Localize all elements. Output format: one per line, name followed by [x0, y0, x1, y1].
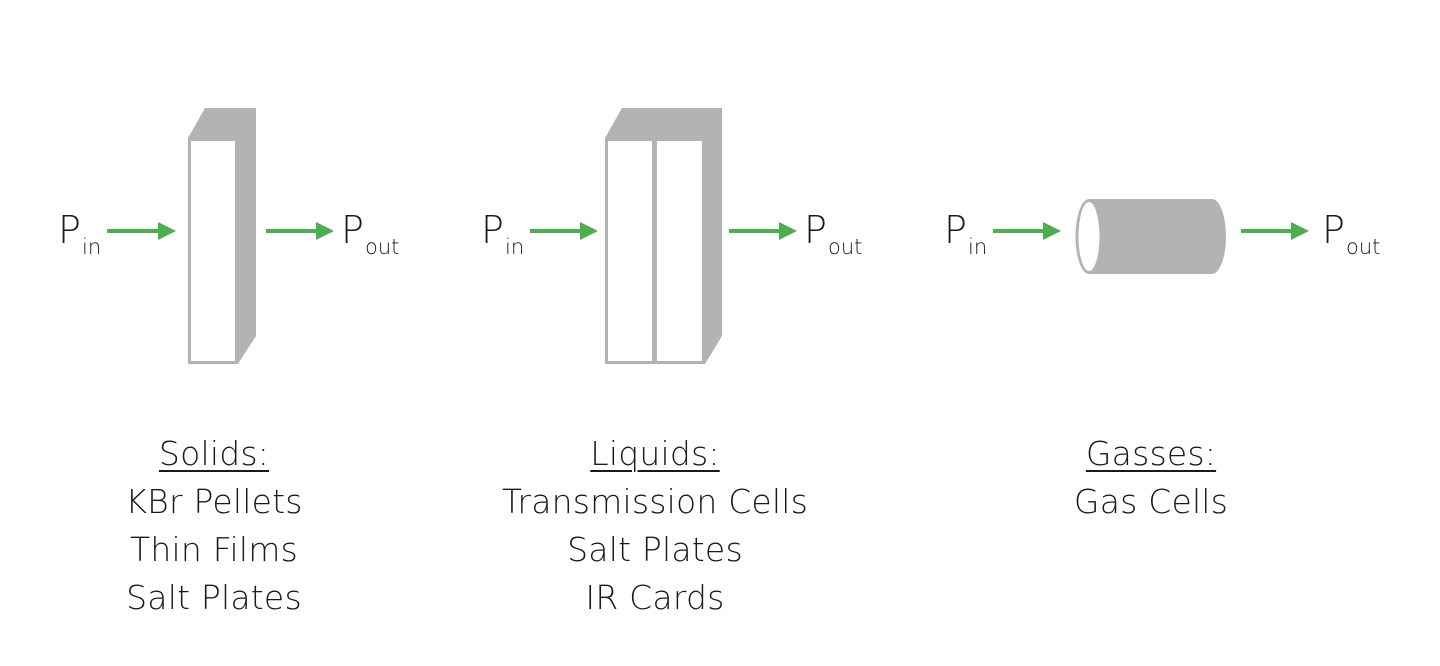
- input-arrow-icon: [530, 222, 598, 240]
- gasses-panel: P in P out: [944, 199, 1380, 274]
- input-arrow-icon: [993, 222, 1061, 240]
- liquid-cell-slab-icon: [605, 108, 722, 364]
- p-out-sub: out: [1346, 235, 1380, 259]
- output-arrow-icon: [266, 222, 334, 240]
- p-out-label: P out: [804, 208, 862, 259]
- gas-cell-cylinder-icon: [1075, 199, 1227, 274]
- gasses-caption: Gasses: Gas Cells: [1001, 430, 1301, 526]
- p-out-main: P: [1322, 208, 1345, 252]
- p-out-sub: out: [828, 235, 862, 259]
- p-in-sub: in: [505, 235, 524, 259]
- solids-heading: Solids:: [158, 434, 270, 473]
- p-in-main: P: [58, 208, 81, 252]
- solids-panel: P in P out: [58, 108, 399, 364]
- p-in-sub: in: [968, 235, 987, 259]
- p-in-main: P: [481, 208, 504, 252]
- p-out-main: P: [804, 208, 827, 252]
- liquids-heading: Liquids:: [590, 434, 720, 473]
- caption-item: Salt Plates: [567, 530, 743, 569]
- p-in-label: P in: [944, 208, 987, 259]
- p-out-label: P out: [1322, 208, 1380, 259]
- p-in-sub: in: [82, 235, 101, 259]
- caption-item: Gas Cells: [1073, 482, 1229, 521]
- liquids-caption: Liquids: Transmission Cells Salt Plates …: [480, 430, 830, 622]
- input-arrow-icon: [107, 222, 176, 240]
- gasses-heading: Gasses:: [1085, 434, 1217, 473]
- caption-item: Thin Films: [130, 530, 298, 569]
- p-in-main: P: [944, 208, 967, 252]
- solids-caption: Solids: KBr Pellets Thin Films Salt Plat…: [64, 430, 364, 622]
- p-in-label: P in: [58, 208, 101, 259]
- p-out-sub: out: [365, 235, 399, 259]
- caption-item: IR Cards: [585, 578, 725, 617]
- caption-item: Salt Plates: [126, 578, 302, 617]
- output-arrow-icon: [1241, 222, 1309, 240]
- liquids-panel: P in P out: [481, 108, 862, 364]
- output-arrow-icon: [729, 222, 797, 240]
- caption-item: KBr Pellets: [125, 482, 303, 521]
- solid-slab-icon: [188, 108, 256, 364]
- caption-item: Transmission Cells: [501, 482, 809, 521]
- p-in-label: P in: [481, 208, 524, 259]
- p-out-label: P out: [341, 208, 399, 259]
- p-out-main: P: [341, 208, 364, 252]
